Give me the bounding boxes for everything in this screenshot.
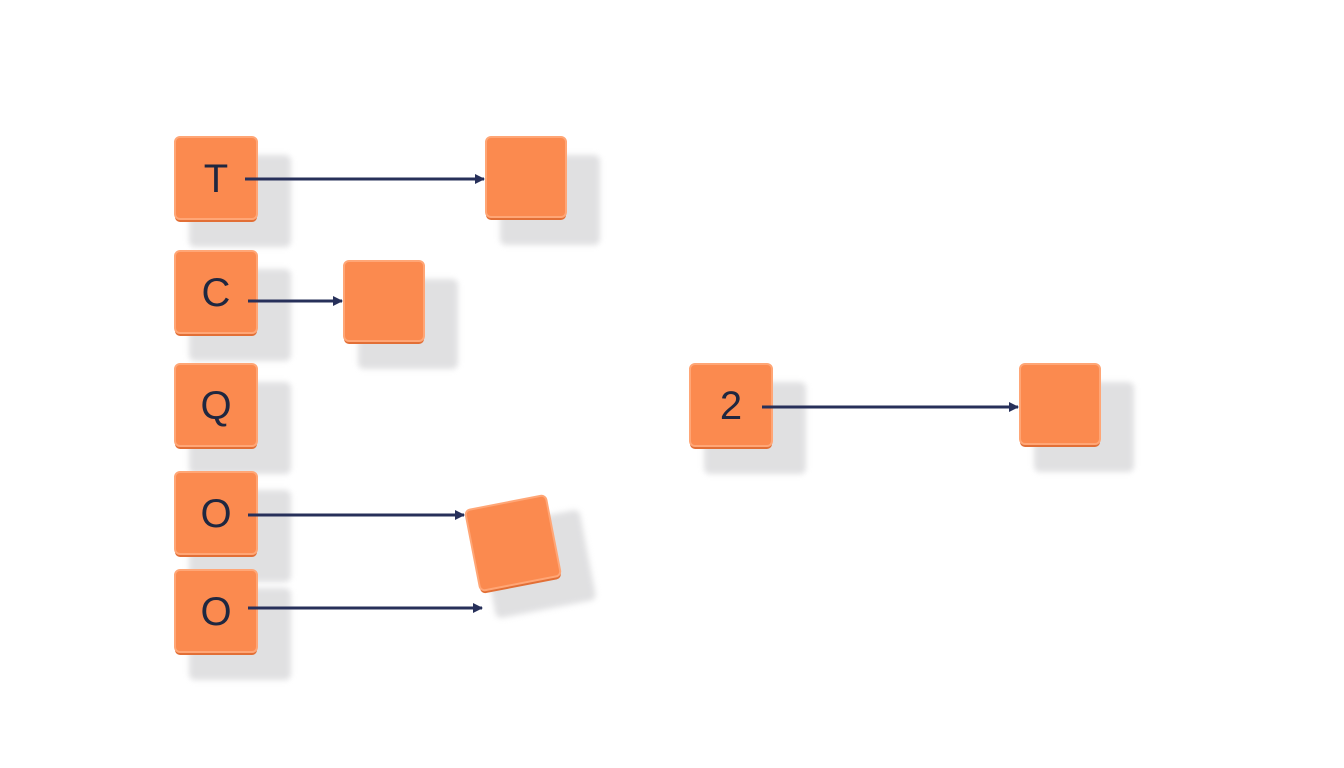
tile-face [174,250,258,334]
tile-label: T [204,157,228,201]
tile-label: C [202,271,231,315]
tile-t-box: T [174,136,258,222]
empty-tile [343,260,425,344]
tile-face [464,494,562,592]
tile-o-box: O [174,569,258,655]
tile-face [689,363,773,447]
tile-2-box: 2 [689,363,773,449]
tile-label: Q [200,384,231,428]
tile-o-box: O [174,471,258,557]
tile-face [343,260,425,342]
tile-label: O [200,492,231,536]
empty-tile [1019,363,1101,447]
tile-c-box: C [174,250,258,336]
tile-label: 2 [720,384,742,428]
tile-face [1019,363,1101,445]
tile-label: O [200,590,231,634]
tile-face [174,363,258,447]
tile-face [174,471,258,555]
tile-face [174,569,258,653]
empty-tile [464,494,562,594]
tile-face [485,136,567,218]
tile-q-box: Q [174,363,258,449]
empty-tile [485,136,567,220]
